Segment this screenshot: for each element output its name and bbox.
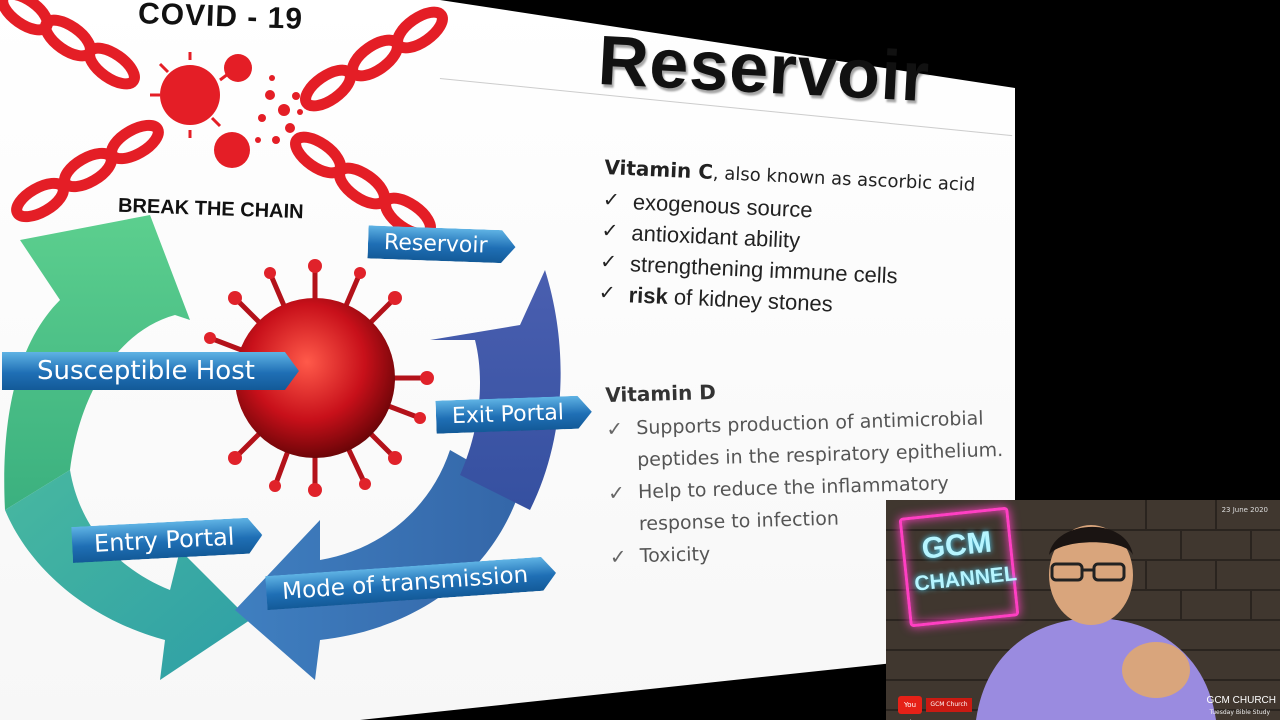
check-icon: ✓ — [601, 219, 619, 243]
cycle-arrow-indigo — [430, 270, 561, 510]
check-icon: ✓ — [607, 480, 626, 505]
presenter-figure — [976, 525, 1216, 720]
check-icon: ✓ — [598, 281, 616, 305]
vitamin-c-list: ✓exogenous source ✓antioxidant ability ✓… — [598, 185, 983, 326]
church-subtitle: Tuesday Bible Study — [1209, 709, 1271, 716]
cycle-arrow-teal — [5, 470, 250, 680]
covid-title: COVID - 19 — [137, 0, 304, 36]
gcm-channel-neon-logo: GCM CHANNEL — [898, 506, 1020, 628]
cycle-arrow-blue — [235, 450, 520, 680]
webcam-overlay: 23 June 2020 GCM CHANNEL You Tube GCM Ch… — [886, 500, 1280, 720]
check-icon: ✓ — [602, 188, 621, 212]
church-name: GCM CHURCH — [1206, 695, 1276, 706]
cycle-label-susceptible-host: Susceptible Host — [2, 352, 299, 390]
check-icon: ✓ — [605, 416, 624, 441]
coronavirus-image — [196, 259, 434, 497]
cycle-label-exit-portal: Exit Portal — [435, 395, 592, 433]
virus-icon — [160, 54, 303, 168]
broadcast-date: 23 June 2020 — [1221, 506, 1268, 514]
vitamin-c-heading: Vitamin C — [603, 155, 714, 184]
slide-title: Reservoir — [596, 20, 932, 117]
break-the-chain-graphic — [0, 0, 448, 240]
check-icon: ✓ — [599, 250, 618, 274]
chain-icon — [0, 0, 448, 240]
youtube-icon: You Tube — [898, 696, 922, 720]
check-icon: ✓ — [609, 544, 627, 569]
vitamin-c-section: Vitamin C, also known as ascorbic acid ✓… — [598, 155, 985, 326]
list-item: ✓Supports production of antimicrobial pe… — [606, 402, 1008, 477]
cycle-label-reservoir: Reservoir — [367, 225, 516, 263]
brick-wall-background — [886, 500, 1280, 720]
youtube-channel-name: GCM Church — [926, 698, 972, 712]
